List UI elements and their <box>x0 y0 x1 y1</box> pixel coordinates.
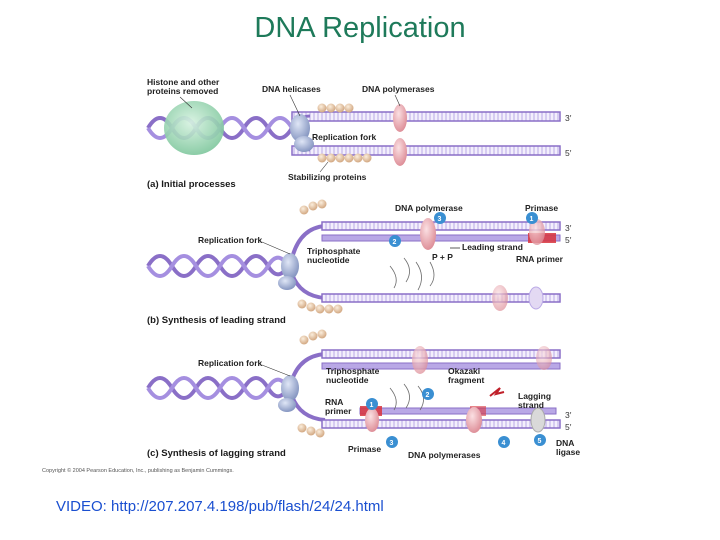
label-helicases: DNA helicases <box>262 84 321 94</box>
label-polymerases-c: DNA polymerases <box>408 450 481 460</box>
polymerase-icon <box>393 104 407 132</box>
bottom-strand-b <box>321 293 561 303</box>
badge-c-2: 2 <box>426 392 430 399</box>
video-link[interactable]: VIDEO: http://207.207.4.198/pub/flash/24… <box>56 498 384 515</box>
badge-b-2: 2 <box>393 239 397 246</box>
label-ligase-1: DNA <box>556 438 574 448</box>
label-triphosphate-c-1: Triphosphate <box>326 366 380 376</box>
panel-a-initial-processes: Histone and other proteins removed DNA h… <box>146 77 572 190</box>
histone-icon <box>164 101 224 155</box>
label-primase-b: Primase <box>525 203 558 213</box>
panel-c-lagging-strand: 1 2 3 4 5 Replication fork Triphosphate … <box>146 329 580 460</box>
label-rna-2: primer <box>325 406 352 416</box>
badge-c-1: 1 <box>370 402 374 409</box>
label-histone-1: Histone and other <box>147 77 220 87</box>
polymerase-icon-c <box>466 407 482 433</box>
label-leading: Leading strand <box>462 242 523 252</box>
label-okazaki-1: Okazaki <box>448 366 480 376</box>
end-5prime-c: 5′ <box>565 422 572 432</box>
slide-title: DNA Replication <box>254 12 466 44</box>
badge-c-5: 5 <box>538 438 542 445</box>
caption-panel-b: (b) Synthesis of leading strand <box>147 315 286 326</box>
helicase-icon-c <box>281 375 299 401</box>
label-fork-c: Replication fork <box>198 358 263 368</box>
stabilizing-proteins-icon <box>317 103 372 163</box>
end-5prime-a: 5′ <box>565 148 572 158</box>
caption-panel-a: (a) Initial processes <box>147 179 236 190</box>
label-rna-1: RNA <box>325 397 343 407</box>
label-polymerases-a: DNA polymerases <box>362 84 435 94</box>
badge-b-1: 1 <box>530 216 534 223</box>
label-lagging-1: Lagging <box>518 391 551 401</box>
end-3prime-a: 3′ <box>565 113 572 123</box>
helicase-icon <box>290 114 310 142</box>
label-triphosphate-b-2: nucleotide <box>307 255 350 265</box>
stabilizing-proteins-b <box>297 199 343 314</box>
polymerase-icon-b <box>420 218 436 250</box>
badge-b-3: 3 <box>438 216 442 223</box>
label-fork-b: Replication fork <box>198 235 263 245</box>
bottom-strand-c <box>321 419 561 429</box>
end-3prime-c: 3′ <box>565 410 572 420</box>
dna-replication-diagram: Histone and other proteins removed DNA h… <box>42 77 580 474</box>
label-histone-2: proteins removed <box>147 86 218 96</box>
badge-c-3: 3 <box>390 440 394 447</box>
label-triphosphate-b-1: Triphosphate <box>307 246 361 256</box>
caption-panel-c: (c) Synthesis of lagging strand <box>147 448 286 459</box>
primase-icon-c <box>365 408 379 432</box>
stabilizing-proteins-c <box>297 329 327 438</box>
label-pp: P + P <box>432 252 453 262</box>
label-triphosphate-c-2: nucleotide <box>326 375 369 385</box>
top-strand <box>291 111 561 122</box>
end-3prime-b: 3′ <box>565 223 572 233</box>
label-polymerase-b: DNA polymerase <box>395 203 463 213</box>
badge-c-4: 4 <box>502 440 506 447</box>
bottom-strand <box>291 145 561 156</box>
ligase-icon <box>530 407 546 433</box>
helicase-icon-b <box>281 253 299 279</box>
label-fork-a: Replication fork <box>312 132 377 142</box>
label-stabilizing: Stabilizing proteins <box>288 172 367 182</box>
nucleotide-arrows-c <box>389 383 424 411</box>
label-primase-c: Primase <box>348 444 381 454</box>
copyright-text: Copyright © 2004 Pearson Education, Inc.… <box>42 467 234 474</box>
top-strand-c <box>321 349 561 359</box>
end-5prime-b: 5′ <box>565 235 572 245</box>
panel-b-leading-strand: 3 1 2 DNA polymerase Primase Replication… <box>146 199 572 326</box>
nucleotide-arrows-b <box>389 257 435 291</box>
label-rna-primer-b: RNA primer <box>516 254 564 264</box>
label-ligase-2: ligase <box>556 447 580 457</box>
label-lagging-2: strand <box>518 400 544 410</box>
label-okazaki-2: fragment <box>448 375 485 385</box>
